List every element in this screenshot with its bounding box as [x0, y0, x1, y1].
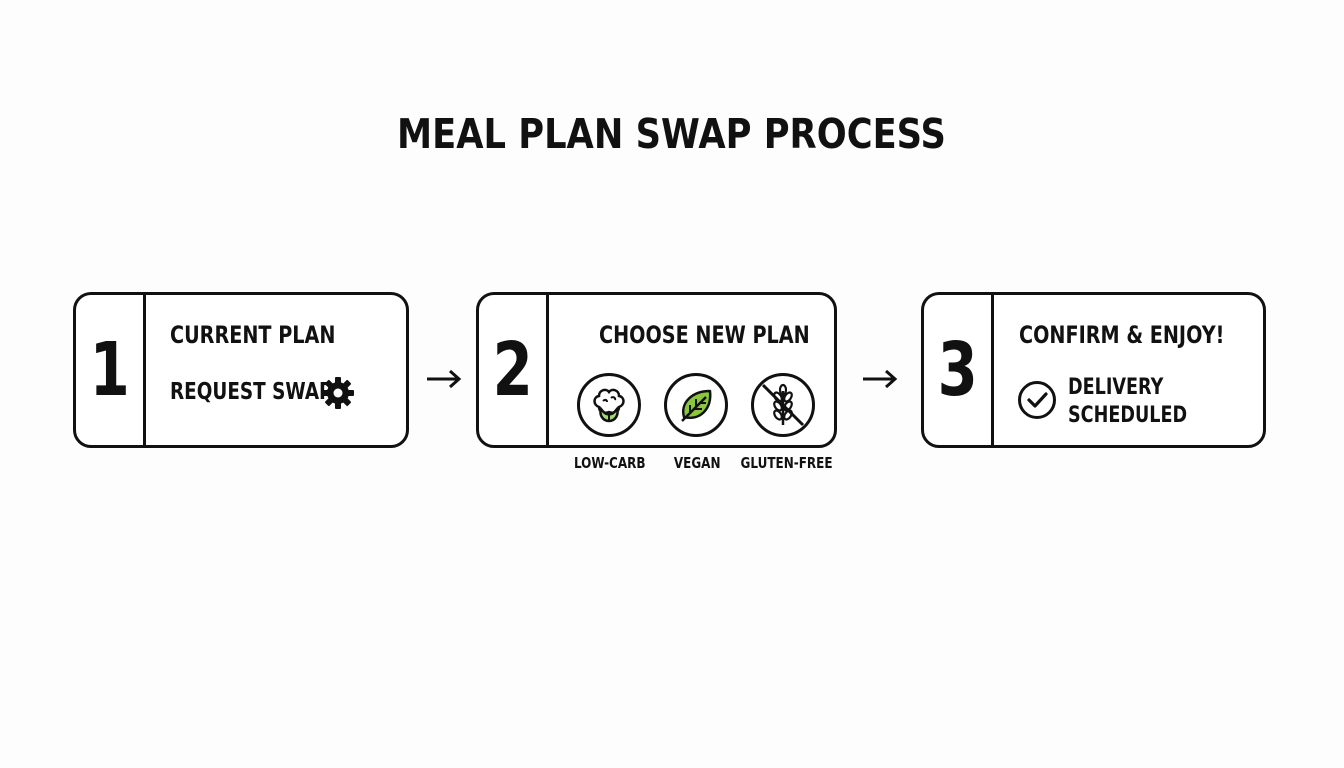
step-1-action: REQUEST SWAP — [170, 379, 333, 405]
diet-label-gluten-free: GLUTEN-FREE — [740, 454, 833, 472]
diet-label-low-carb: LOW-CARB — [574, 454, 646, 472]
step-3-card: 3 CONFIRM & ENJOY! DELIVERY SCHEDULED — [921, 292, 1266, 448]
diagram-title: MEAL PLAN SWAP PROCESS — [397, 110, 946, 158]
diet-label-vegan: VEGAN — [673, 454, 721, 472]
gear-icon — [322, 377, 354, 409]
step-3-number: 3 — [924, 295, 994, 445]
leaf-icon — [681, 389, 712, 422]
step-3-status: DELIVERY SCHEDULED — [1068, 375, 1188, 428]
check-circle-icon — [1018, 381, 1056, 419]
arrow-right-icon — [863, 369, 898, 389]
step-1-heading: CURRENT PLAN — [170, 321, 336, 349]
step-2-number: 2 — [479, 295, 549, 445]
arrow-right-icon — [427, 369, 462, 389]
cauliflower-icon — [593, 388, 625, 423]
step-3-heading: CONFIRM & ENJOY! — [1019, 321, 1225, 349]
step-1-number: 1 — [76, 295, 146, 445]
step-1-card: 1 CURRENT PLAN REQUEST SWAP — [73, 292, 409, 448]
no-wheat-icon — [761, 383, 805, 427]
step-2-heading: CHOOSE NEW PLAN — [599, 321, 810, 349]
